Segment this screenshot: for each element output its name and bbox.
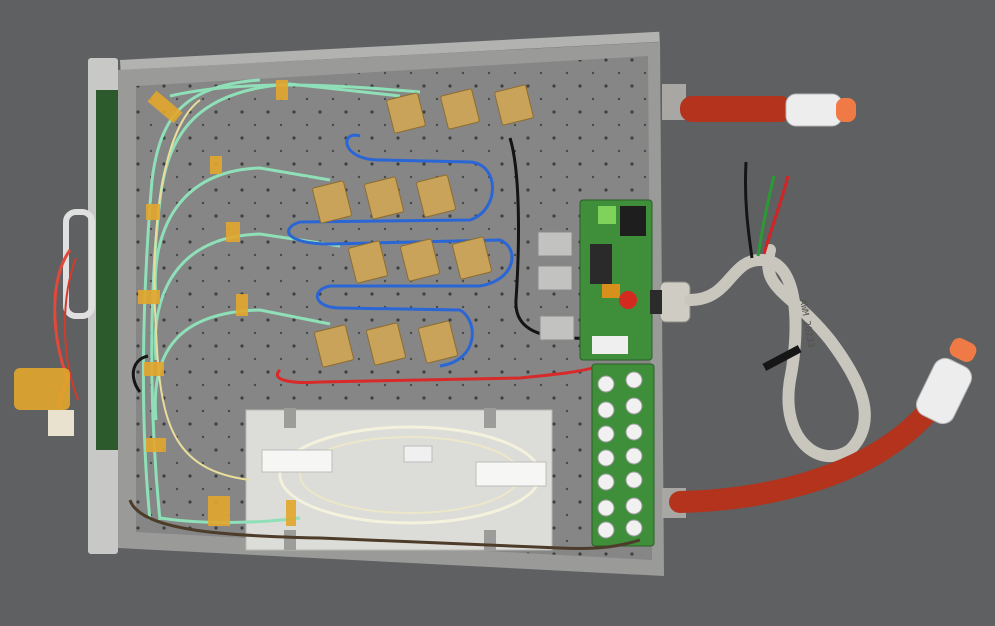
push-fit-connector-top xyxy=(785,93,856,127)
black-lead xyxy=(131,354,149,393)
laser-module-row-3 xyxy=(348,236,492,284)
capacitor-board xyxy=(591,363,655,547)
tape-bundle xyxy=(14,368,74,436)
fiber-spool-tray xyxy=(245,408,553,551)
coolant-hose-bottom xyxy=(662,338,977,518)
blue-cables xyxy=(287,133,514,368)
kapton-tape-strips xyxy=(138,80,296,526)
edge-wiring-harness xyxy=(128,499,641,551)
cable-tie xyxy=(762,345,802,371)
laser-module-array xyxy=(312,84,534,368)
bare-wire-leads xyxy=(743,161,790,259)
coolant-hose-top xyxy=(662,84,856,127)
laser-module-row-2 xyxy=(312,174,456,224)
cable-gland xyxy=(650,281,691,323)
control-pcb xyxy=(579,199,653,361)
laser-module-row-4 xyxy=(314,320,458,368)
red-cable xyxy=(276,364,601,384)
yellow-fiber xyxy=(153,99,251,481)
push-fit-connector-bottom xyxy=(915,338,977,425)
grey-power-cable xyxy=(684,244,871,463)
laser-module-row-1 xyxy=(386,84,534,134)
front-panel xyxy=(53,58,120,554)
power-transistors xyxy=(537,231,575,341)
